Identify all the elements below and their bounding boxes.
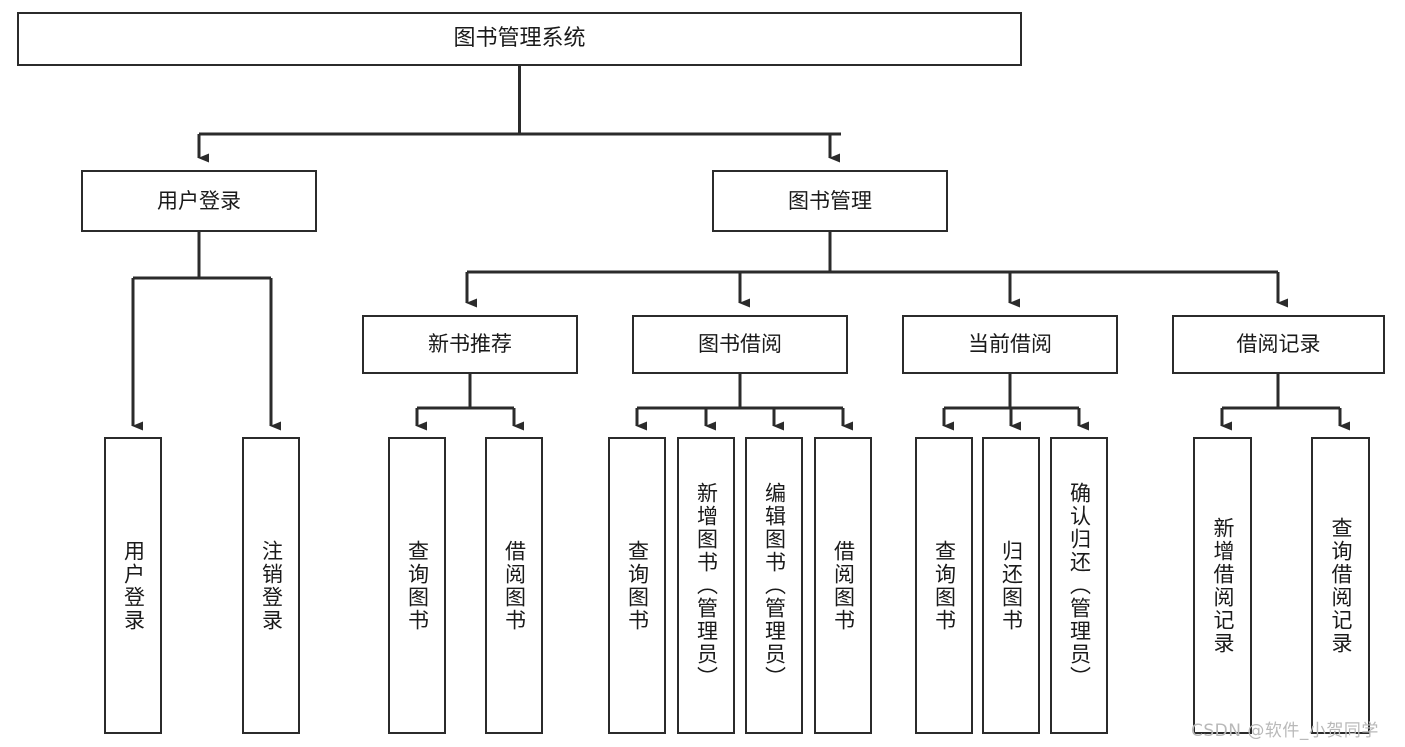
leaf-logout[interactable]: 注销登录 <box>242 437 300 734</box>
leaf-br-add-record[interactable]: 新增借阅记录 <box>1193 437 1252 734</box>
leaf-bb-add-book[interactable]: 新增图书（管理员） <box>677 437 735 734</box>
leaf-bb-query-book[interactable]: 查询图书 <box>608 437 666 734</box>
node-borrow-record[interactable]: 借阅记录 <box>1172 315 1385 374</box>
node-book-management[interactable]: 图书管理 <box>712 170 948 232</box>
node-book-borrow-label: 图书借阅 <box>698 332 782 357</box>
node-current-borrow[interactable]: 当前借阅 <box>902 315 1118 374</box>
leaf-bb-borrow-book[interactable]: 借阅图书 <box>814 437 872 734</box>
node-user-login[interactable]: 用户登录 <box>81 170 317 232</box>
leaf-new-book-borrow-label: 借阅图书 <box>502 539 527 632</box>
leaf-new-book-borrow[interactable]: 借阅图书 <box>485 437 543 734</box>
node-root[interactable]: 图书管理系统 <box>17 12 1022 66</box>
leaf-user-login[interactable]: 用户登录 <box>104 437 162 734</box>
leaf-cb-confirm-return-label: 确认归还（管理员） <box>1067 482 1092 689</box>
leaf-new-book-query[interactable]: 查询图书 <box>388 437 446 734</box>
leaf-cb-confirm-return[interactable]: 确认归还（管理员） <box>1050 437 1108 734</box>
node-current-borrow-label: 当前借阅 <box>968 332 1052 357</box>
node-new-book-recommend[interactable]: 新书推荐 <box>362 315 578 374</box>
node-book-borrow[interactable]: 图书借阅 <box>632 315 848 374</box>
leaf-user-login-label: 用户登录 <box>121 539 146 632</box>
leaf-br-add-record-label: 新增借阅记录 <box>1211 516 1235 655</box>
leaf-cb-query-book[interactable]: 查询图书 <box>915 437 973 734</box>
leaf-bb-borrow-book-label: 借阅图书 <box>831 539 856 632</box>
leaf-cb-query-book-label: 查询图书 <box>932 539 957 632</box>
leaf-bb-edit-book-label: 编辑图书（管理员） <box>762 482 787 689</box>
leaf-br-query-record[interactable]: 查询借阅记录 <box>1311 437 1370 734</box>
csdn-watermark: CSDN @软件_小贺同学 <box>1191 721 1379 741</box>
leaf-new-book-query-label: 查询图书 <box>405 539 430 632</box>
node-root-label: 图书管理系统 <box>453 26 586 52</box>
node-borrow-record-label: 借阅记录 <box>1236 332 1321 357</box>
leaf-cb-return-book-label: 归还图书 <box>999 539 1024 632</box>
leaf-br-query-record-label: 查询借阅记录 <box>1329 516 1353 655</box>
node-user-login-label: 用户登录 <box>157 188 241 213</box>
leaf-bb-query-book-label: 查询图书 <box>625 539 650 632</box>
leaf-cb-return-book[interactable]: 归还图书 <box>982 437 1040 734</box>
leaf-logout-label: 注销登录 <box>259 539 284 632</box>
node-book-management-label: 图书管理 <box>788 188 872 213</box>
node-new-book-recommend-label: 新书推荐 <box>428 332 512 357</box>
leaf-bb-edit-book[interactable]: 编辑图书（管理员） <box>745 437 803 734</box>
leaf-bb-add-book-label: 新增图书（管理员） <box>694 482 719 689</box>
